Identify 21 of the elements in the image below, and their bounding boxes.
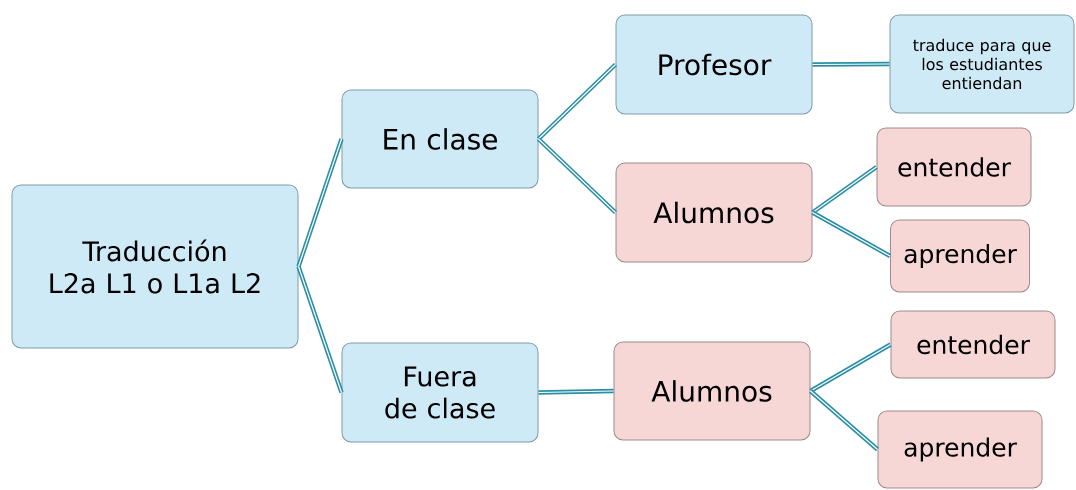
connector-line (537, 388, 615, 395)
concept-box: Alumnos (613, 341, 811, 441)
connector-line (811, 210, 892, 258)
concept-box: Profesor (615, 14, 813, 115)
connector-line (809, 389, 879, 452)
concept-box: Fuera de clase (341, 342, 539, 443)
concept-box: entender (890, 310, 1056, 379)
concept-box: aprender (890, 219, 1030, 293)
concept-box: Traducción L2a L1 o L1a L2 (11, 184, 299, 349)
connector-line (296, 265, 344, 394)
connector-line (811, 165, 878, 215)
concept-box: traduce para que los estudiantes entiendan (889, 14, 1075, 114)
concept-box: En clase (341, 89, 539, 189)
concept-box: Alumnos (615, 162, 813, 263)
concept-box: entender (876, 127, 1032, 207)
connector-line (537, 137, 618, 215)
connector-line (296, 138, 344, 268)
concept-box: aprender (877, 410, 1043, 489)
connector-line (537, 62, 618, 141)
connector-line (809, 342, 892, 393)
connector-line (811, 61, 891, 67)
